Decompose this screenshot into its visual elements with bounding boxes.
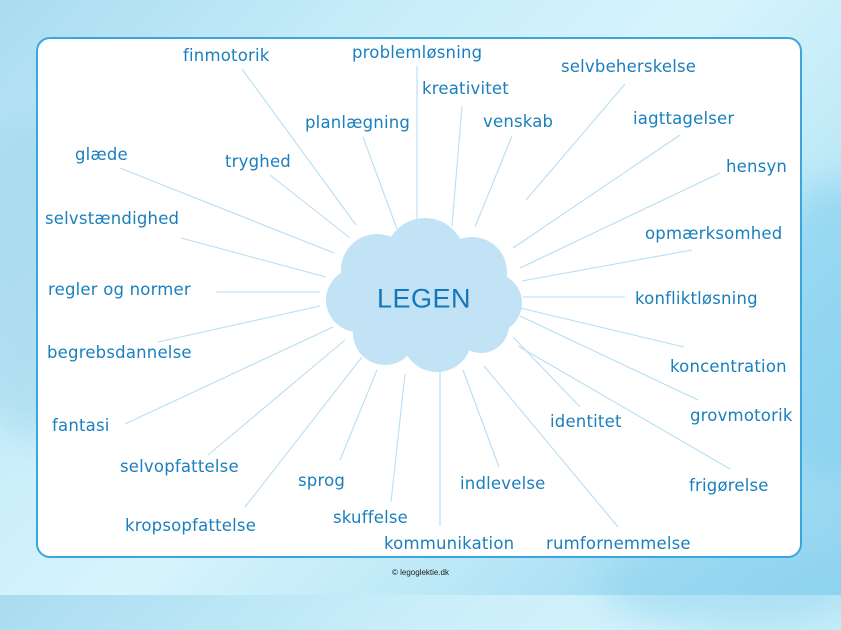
concept-label: sprog — [298, 471, 346, 490]
concept-label: rumfornemmelse — [546, 534, 691, 553]
connector-line — [180, 237, 327, 278]
connector-line — [521, 249, 693, 282]
concept-label: begrebsdannelse — [47, 343, 192, 362]
concept-label: tryghed — [225, 152, 291, 171]
concept-label: hensyn — [726, 157, 788, 176]
connector-line — [451, 105, 463, 227]
connector-line — [244, 356, 363, 508]
concept-label: opmærksomhed — [645, 224, 783, 243]
connector-line — [157, 305, 321, 343]
connector-line — [483, 365, 619, 528]
connector-line — [269, 174, 351, 239]
connector-line — [525, 83, 626, 201]
connector-line — [519, 172, 721, 269]
connector-line — [519, 307, 685, 348]
concept-label: glæde — [75, 145, 128, 164]
connector-line — [339, 369, 378, 461]
concept-label: selvbeherskelse — [561, 57, 697, 76]
connector-line — [517, 345, 731, 470]
concept-label: finmotorik — [183, 46, 270, 65]
concept-label: venskab — [483, 112, 554, 131]
connector-line — [119, 167, 335, 254]
concept-label: identitet — [550, 412, 622, 431]
connector-lines — [119, 66, 731, 528]
connector-line — [512, 336, 581, 408]
concept-label: kreativitet — [422, 79, 509, 98]
concept-label: fantasi — [52, 416, 110, 435]
concept-label: grovmotorik — [690, 406, 793, 425]
concept-label: kommunikation — [384, 534, 515, 553]
connector-line — [462, 369, 500, 468]
concept-label: koncentration — [670, 357, 787, 376]
connector-line — [124, 326, 334, 425]
concept-label: kropsopfattelse — [125, 516, 257, 535]
connector-line — [512, 134, 681, 249]
concept-label: indlevelse — [460, 474, 546, 493]
concept-label: skuffelse — [333, 508, 409, 527]
connector-line — [519, 315, 699, 401]
connector-line — [474, 135, 513, 228]
connector-line — [362, 136, 398, 230]
connector-line — [390, 373, 406, 503]
concept-label: planlægning — [305, 113, 411, 132]
copyright-footer: © legoglektie.dk — [391, 568, 450, 577]
concept-label: selvstændighed — [45, 209, 180, 228]
connector-line — [207, 339, 346, 456]
concept-label: selvopfattelse — [120, 457, 239, 476]
center-title: LEGEN — [376, 283, 472, 314]
concept-label: problemløsning — [352, 43, 483, 62]
concept-label: konfliktløsning — [635, 289, 758, 308]
concept-label: frigørelse — [689, 476, 769, 495]
cloud-icon — [326, 218, 522, 372]
concept-label: iagttagelser — [633, 109, 735, 128]
connector-line — [241, 68, 357, 226]
concept-label: regler og normer — [48, 280, 191, 299]
